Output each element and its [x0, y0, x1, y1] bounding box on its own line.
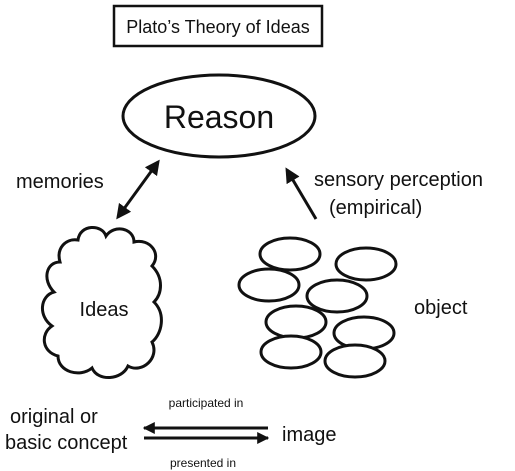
object-ellipse: [237, 267, 301, 303]
reason-ellipse: [121, 73, 317, 159]
sensory-label-line-1: sensory perception: [314, 169, 483, 191]
object-ellipse: [334, 246, 398, 282]
image-label: image: [282, 424, 336, 446]
object-cluster: [237, 236, 398, 379]
object-ellipse: [259, 334, 323, 370]
object-ellipse: [264, 304, 328, 340]
ideas-label: Ideas: [80, 299, 129, 321]
participated-in-label: participated in: [169, 396, 244, 410]
diagram-title: Plato’s Theory of Ideas: [126, 17, 309, 37]
object-ellipse: [323, 343, 387, 379]
sensory-arrow: [285, 167, 318, 220]
reason-label: Reason: [164, 99, 274, 135]
title-frame: [112, 4, 324, 48]
memories-arrow: [116, 159, 160, 220]
presented-in-label: presented in: [170, 456, 236, 470]
title-box: Plato’s Theory of Ideas: [112, 4, 324, 48]
ideas-cloud: Ideas: [41, 226, 163, 379]
original-label-line-1: original or: [10, 406, 98, 428]
memories-label: memories: [16, 171, 104, 193]
cloud-shape: [41, 226, 163, 379]
object-ellipse: [258, 236, 322, 272]
object-ellipse: [305, 278, 369, 314]
object-label: object: [414, 297, 468, 319]
reason-node: Reason: [121, 73, 317, 159]
original-label-line-2: basic concept: [5, 432, 128, 454]
sensory-label-line-2: (empirical): [329, 197, 422, 219]
